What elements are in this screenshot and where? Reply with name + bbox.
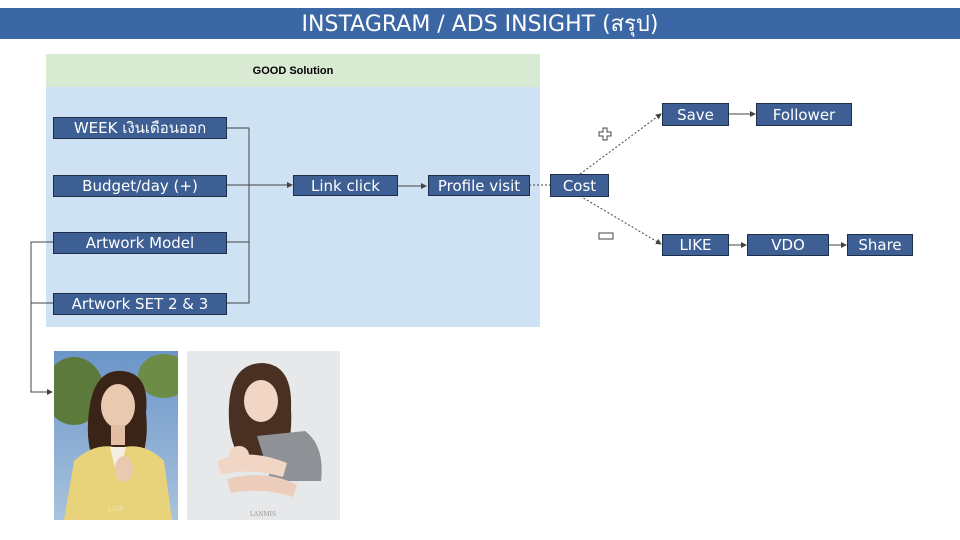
photo-watermark-1: LINE [108,506,124,513]
model-photo-yellow-blazer: LINE [54,351,178,520]
vdo-box: VDO [747,234,829,256]
follower-box: Follower [756,103,852,126]
share-box: Share [847,234,913,256]
minus-icon [599,233,613,239]
save-box: Save [662,103,729,126]
photo-watermark-2: LANMIS [250,511,276,518]
profile-visit-box: Profile visit [428,175,530,196]
arrow-to-photos [31,242,53,392]
cost-box: Cost [550,174,609,197]
plus-icon [599,128,611,140]
arrow-to-save [580,114,661,174]
week-salary-box: WEEK เงินเดือนออก [53,117,227,139]
link-click-box: Link click [293,175,398,196]
input-bracket [227,128,249,303]
artwork-model-box: Artwork Model [53,232,227,254]
artwork-set-box: Artwork SET 2 & 3 [53,293,227,315]
budget-per-day-box: Budget/day (+) [53,175,227,197]
arrow-to-like [580,196,661,244]
like-box: LIKE [662,234,729,256]
model-photo-grey-top: LANMIS [187,351,340,520]
